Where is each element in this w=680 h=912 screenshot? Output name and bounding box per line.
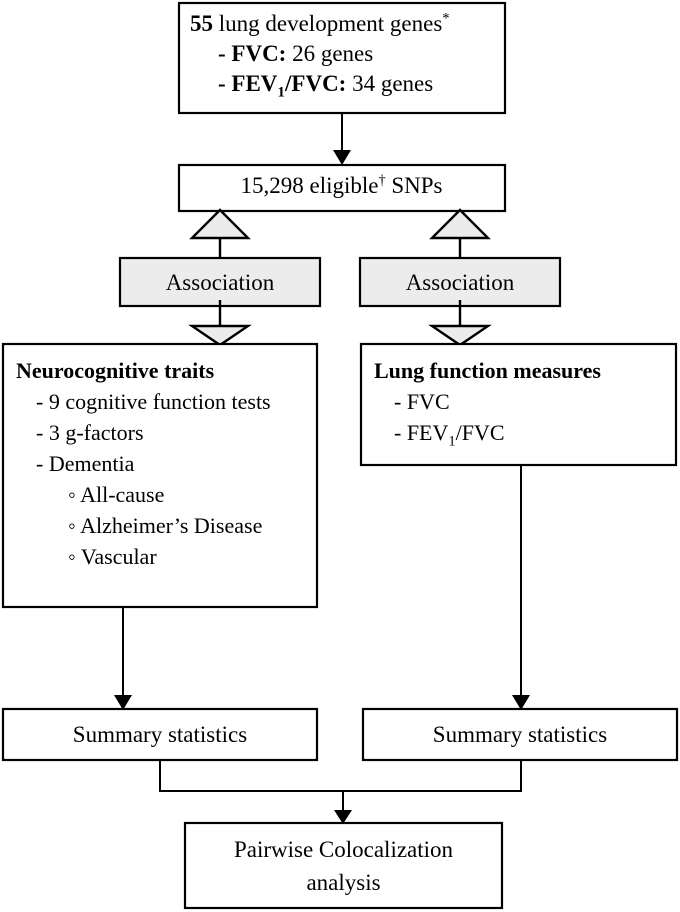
genes-count: 55	[190, 11, 213, 36]
lung-function-heading: Lung function measures	[374, 358, 601, 383]
summary-statistics-right-label: Summary statistics	[432, 722, 608, 747]
block-arrow-up-right	[429, 208, 491, 265]
genes-line-fev1fvc: - FEV1/FVC: 34 genes	[190, 71, 500, 100]
genes-fvc-label: - FVC:	[218, 41, 287, 66]
neurocognitive-heading: Neurocognitive traits	[16, 358, 215, 383]
summary-statistics-right-box	[361, 707, 679, 762]
association-left-box[interactable]	[118, 256, 322, 308]
neurocognitive-item-2: - Dementia	[36, 451, 135, 476]
summary-statistics-left-label: Summary statistics	[72, 722, 248, 747]
block-arrow-up-left	[189, 208, 251, 265]
association-right-label[interactable]: Association	[405, 270, 515, 295]
genes-line-fvc: - FVC: 26 genes	[190, 42, 500, 65]
final-line-1: Pairwise Colocalization	[233, 837, 454, 862]
genes-fev1fvc-label-b: /FVC:	[285, 71, 347, 96]
neurocognitive-traits-text: Neurocognitive traits - 9 cognitive func…	[16, 360, 311, 577]
lung-function-item-fev1fvc: - FEV1/FVC	[374, 420, 669, 449]
lung-development-genes-text: 55 lung development genes* - FVC: 26 gen…	[190, 10, 500, 102]
lung-fev1-label-a: - FEV	[394, 420, 449, 445]
neurocognitive-item-0: - 9 cognitive function tests	[36, 389, 271, 414]
lung-fev1-subscript: 1	[448, 433, 456, 450]
dementia-subitem-0: ◦ All-cause	[68, 482, 165, 507]
lung-fev1-label-b: /FVC	[455, 420, 505, 445]
lung-development-genes-box	[177, 1, 507, 115]
genes-line-total-label: lung development genes	[213, 11, 443, 36]
arrowhead-merge-to-final	[334, 810, 352, 824]
dagger-superscript-icon: †	[378, 172, 386, 189]
arrowhead-genes-to-snps	[333, 150, 351, 165]
genes-fev1fvc-value: 34 genes	[346, 71, 434, 96]
snps-text-a: 15,298 eligible	[240, 173, 379, 198]
neurocognitive-item-1: - 3 g-factors	[36, 420, 144, 445]
lung-function-measures-text: Lung function measures - FVC - FEV1/FVC	[374, 360, 669, 453]
eligible-snps-text: 15,298 eligible† SNPs	[178, 172, 505, 198]
genes-fvc-value: 26 genes	[286, 41, 374, 66]
lung-function-item-fvc: - FVC	[394, 389, 450, 414]
neurocognitive-traits-box	[1, 342, 319, 609]
dementia-subitem-1: ◦ Alzheimer’s Disease	[68, 513, 263, 538]
lung-function-measures-box	[359, 342, 678, 467]
pairwise-colocalization-box	[183, 821, 504, 910]
arrowhead-neuro-to-summary-left	[114, 695, 132, 710]
final-line-2: analysis	[306, 870, 381, 895]
genes-fev1fvc-label-a: - FEV	[218, 71, 278, 96]
genes-fev1-subscript: 1	[277, 83, 286, 101]
eligible-snps-box	[177, 163, 507, 213]
summary-statistics-left-box	[1, 707, 319, 762]
association-right-box[interactable]	[358, 256, 562, 308]
genes-line-total: 55 lung development genes*	[190, 10, 500, 36]
association-left-label[interactable]: Association	[165, 270, 275, 295]
snps-text-b: SNPs	[385, 173, 443, 198]
pairwise-colocalization-text: Pairwise Colocalization analysis	[185, 838, 502, 894]
dementia-subitem-2: ◦ Vascular	[68, 544, 157, 569]
arrowhead-lung-to-summary-right	[512, 695, 530, 710]
asterisk-superscript-icon: *	[442, 10, 450, 27]
